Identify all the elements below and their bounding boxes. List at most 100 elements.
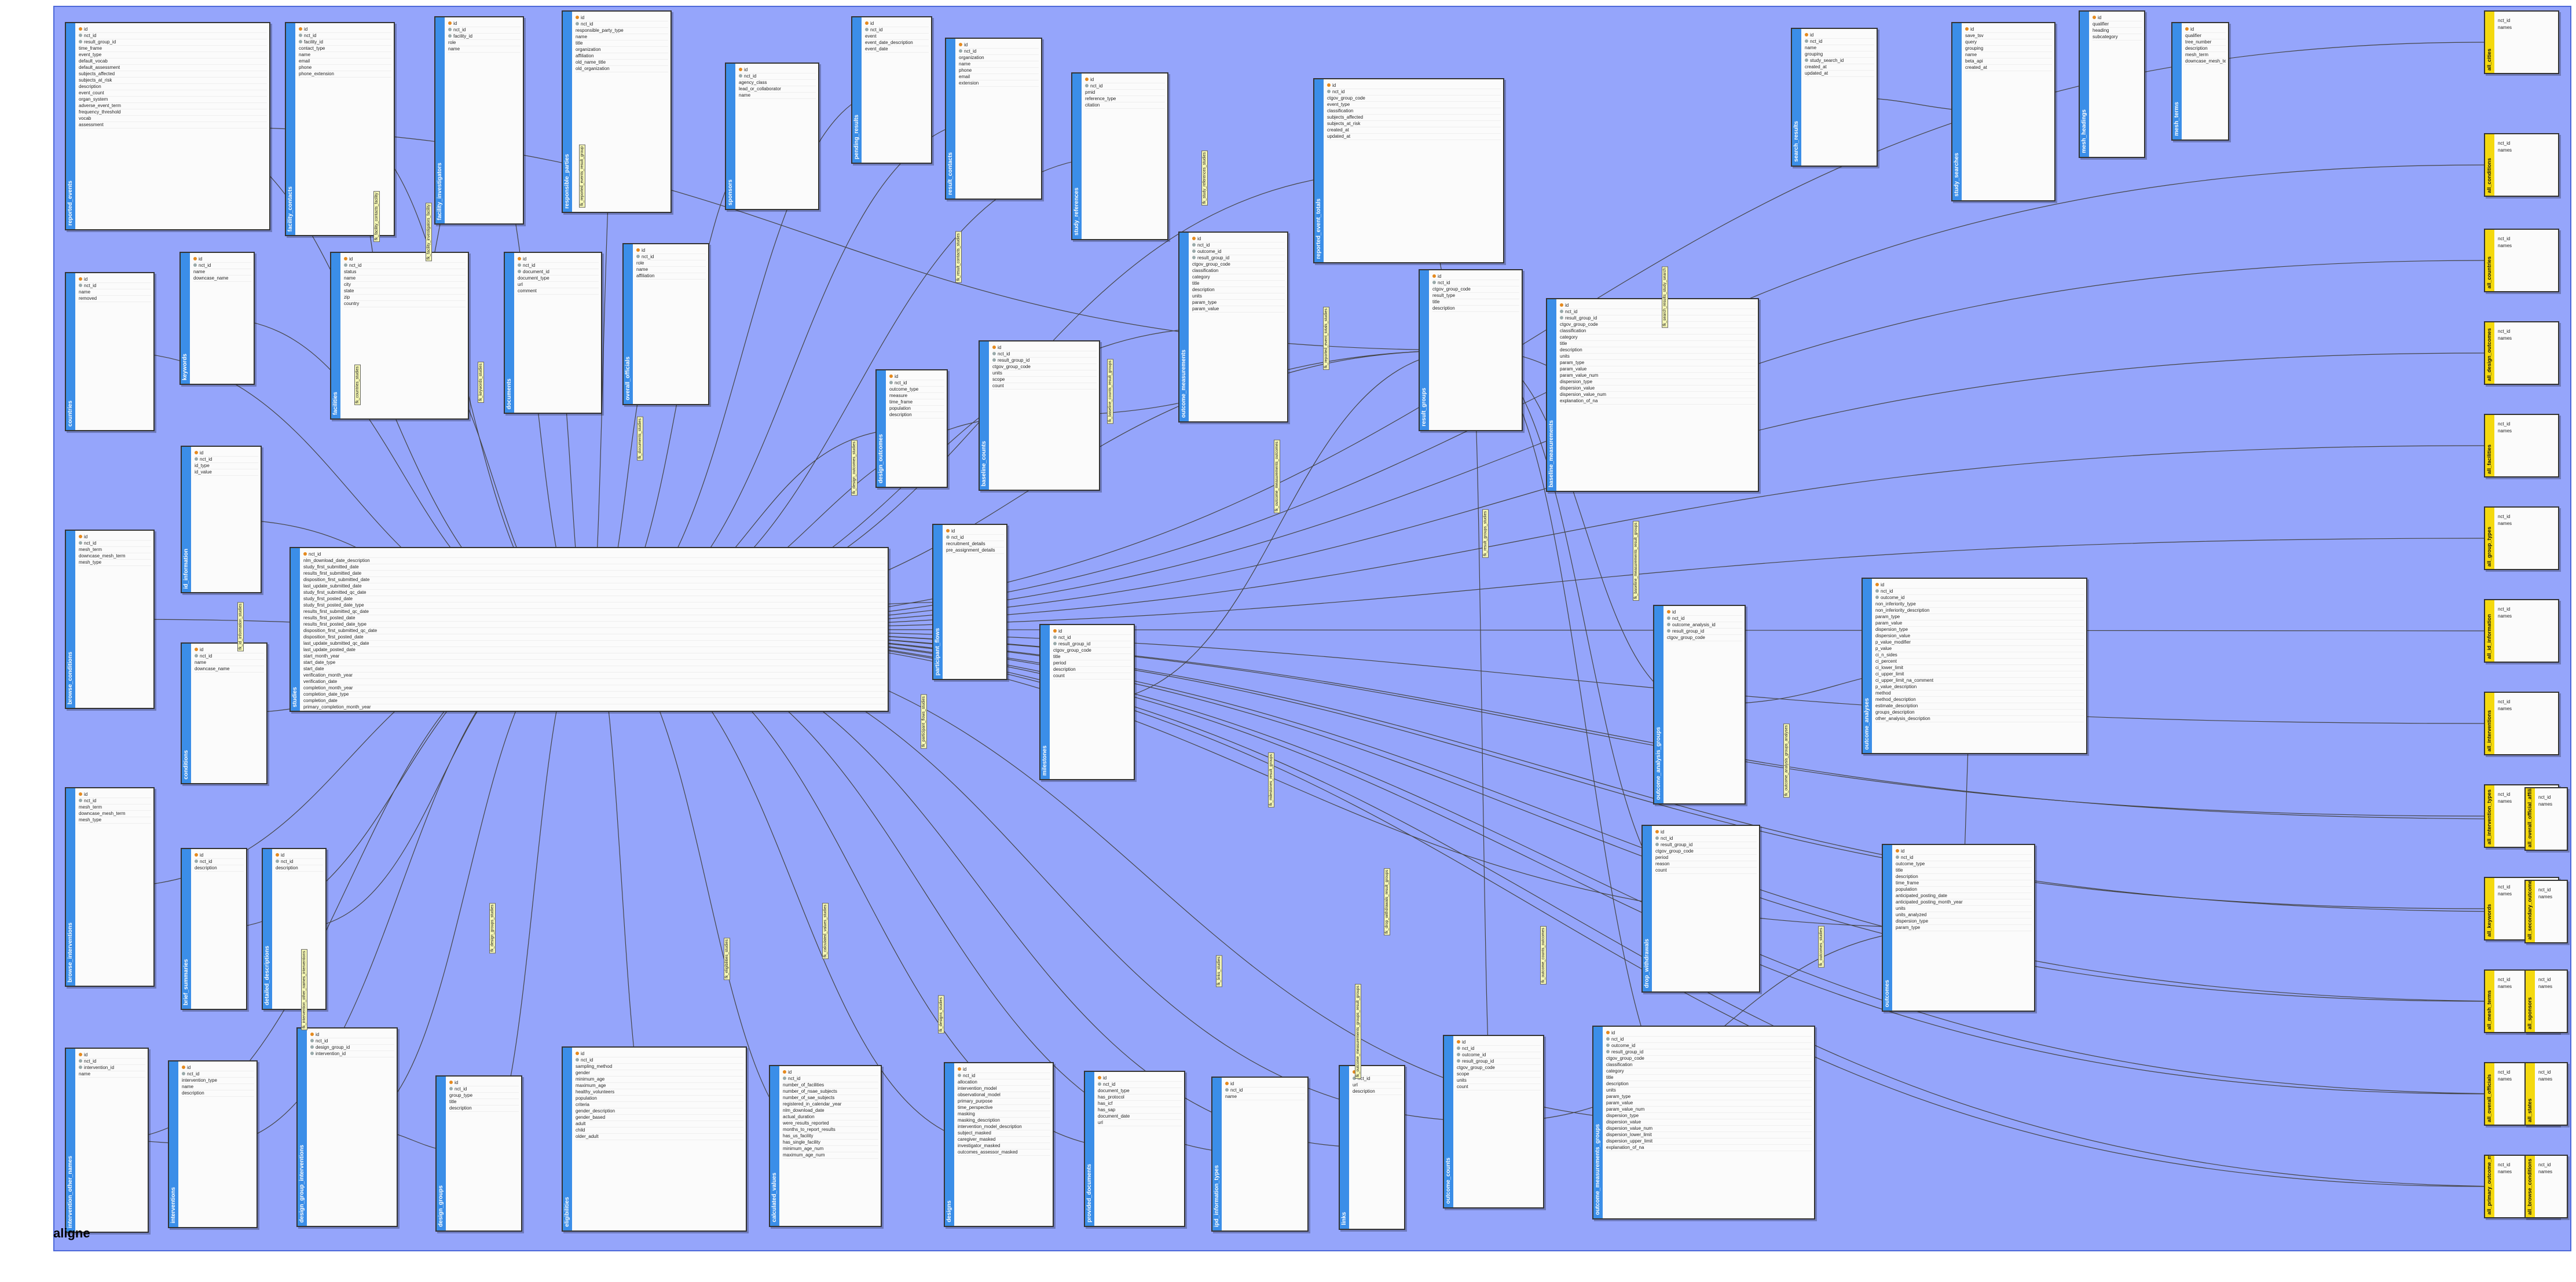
table-header: outcome_measurements	[1179, 233, 1189, 421]
table-header: ipd_information_types	[1212, 1078, 1222, 1230]
view-header: all_mesh_terms	[2485, 971, 2494, 1032]
column-icon	[79, 284, 82, 287]
column-names: names	[2498, 614, 2512, 619]
column-icon	[79, 34, 82, 37]
column-population: population	[576, 1096, 743, 1102]
table-name: study_references	[1073, 188, 1080, 236]
column-extension: extension	[959, 80, 1039, 87]
column-nct-id: nct_id	[2538, 795, 2551, 800]
view-header: all_cities	[2485, 12, 2494, 73]
column-study-first-posted-date: study_first_posted_date	[303, 596, 885, 603]
column-icon	[1655, 843, 1659, 846]
column-result-group-id: result_group_id	[1053, 641, 1131, 648]
table-name: outcome_counts	[1445, 1157, 1452, 1204]
column-description: description	[449, 1105, 519, 1112]
column-nlm-download-date: nlm_download_date	[783, 1108, 878, 1114]
column-units: units	[1457, 1078, 1541, 1084]
fk-label: fk_milestones_result_groups	[1268, 752, 1274, 808]
column-name: name	[193, 269, 251, 275]
column-tree-number: tree_number	[2185, 39, 2226, 46]
table-name: browse_conditions	[67, 651, 74, 704]
fk-label: fk_links_studies	[1216, 955, 1222, 987]
column-results-first-posted-date-type: results_first_posted_date_type	[303, 622, 885, 628]
column-status: status	[344, 269, 466, 275]
view-header: all_overall_officials	[2485, 1063, 2494, 1125]
table-header: study_searches	[1952, 23, 1962, 200]
column-method: method	[1875, 690, 2084, 697]
view-header: all_primary_outcome_measures	[2485, 1156, 2494, 1217]
column-p-value: p_value	[1875, 646, 2084, 652]
column-comment: comment	[518, 288, 599, 295]
column-icon	[299, 40, 302, 43]
key-icon	[1053, 629, 1057, 633]
column-nct-id: nct_id	[1457, 1046, 1541, 1052]
column-anticipated-posting-date: anticipated_posting_date	[1896, 893, 2032, 899]
column-id: id	[889, 374, 944, 380]
table-header: id_information	[182, 447, 191, 592]
key-icon	[889, 374, 893, 378]
column-completion-date-type: completion_date_type	[303, 692, 885, 698]
column-icon	[1353, 1077, 1356, 1080]
